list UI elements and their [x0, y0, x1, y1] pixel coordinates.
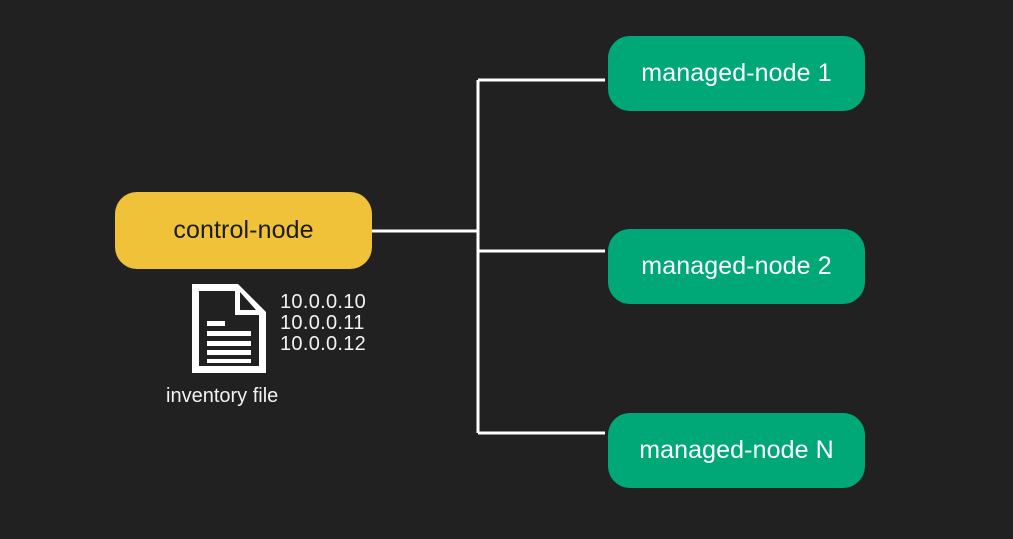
- control-node-label: control-node: [173, 216, 314, 244]
- managed-node-2-label: managed-node 2: [641, 252, 832, 280]
- document-line-4: [207, 350, 251, 355]
- document-icon: [192, 284, 266, 373]
- document-line-1: [207, 321, 225, 326]
- document-line-3: [207, 341, 251, 346]
- inventory-address-2: 10.0.0.11: [280, 312, 365, 334]
- document-fold-corner: [240, 292, 256, 310]
- document-line-5: [207, 359, 251, 363]
- managed-node-1-label: managed-node 1: [641, 59, 832, 87]
- managed-node-3-label: managed-node N: [639, 436, 834, 464]
- managed-node-2-box[interactable]: managed-node 2: [608, 229, 865, 304]
- document-page-inner: [199, 291, 259, 366]
- managed-node-3-box[interactable]: managed-node N: [608, 413, 865, 488]
- inventory-address-3: 10.0.0.12: [280, 333, 367, 355]
- control-node-box[interactable]: control-node: [115, 192, 372, 269]
- inventory-address-1: 10.0.0.10: [280, 291, 367, 313]
- managed-node-1-box[interactable]: managed-node 1: [608, 36, 865, 111]
- document-line-2: [207, 331, 251, 336]
- inventory-file-caption: inventory file: [166, 385, 279, 407]
- inventory-address-list: 10.0.0.10 10.0.0.11 10.0.0.12: [280, 292, 366, 355]
